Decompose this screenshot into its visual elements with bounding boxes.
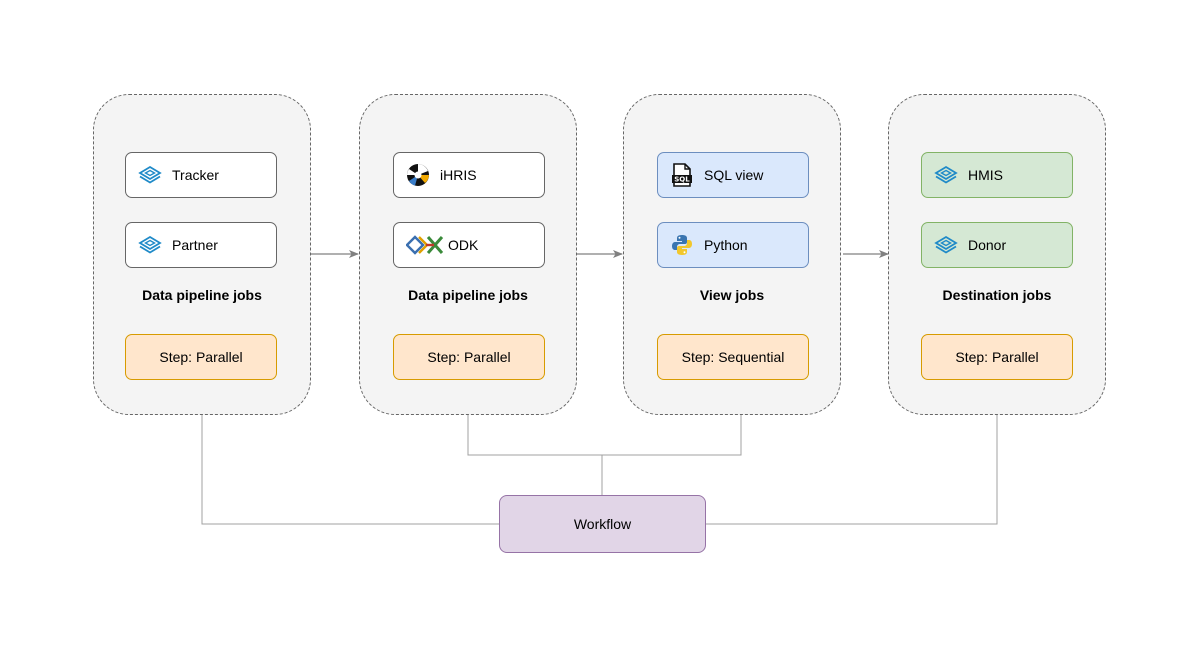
workflow-node[interactable]: Workflow — [499, 495, 706, 553]
dhis2-icon — [934, 163, 958, 187]
job-node-tracker[interactable]: Tracker — [125, 152, 277, 198]
job-label: iHRIS — [440, 167, 477, 183]
dhis2-icon — [138, 163, 162, 187]
job-node-ihris[interactable]: iHRIS — [393, 152, 545, 198]
job-node-partner[interactable]: Partner — [125, 222, 277, 268]
sql-file-icon: SQL — [670, 163, 694, 187]
job-node-hmis[interactable]: HMIS — [921, 152, 1073, 198]
ihris-icon — [406, 163, 430, 187]
dhis2-icon — [934, 233, 958, 257]
stage-title: View jobs — [699, 287, 765, 303]
dhis2-icon — [138, 233, 162, 257]
job-node-odk[interactable]: ODK — [393, 222, 545, 268]
stage-destination-jobs: HMIS Donor Destination jobs Step: Parall… — [888, 94, 1106, 415]
stage-data-pipeline-2: iHRIS ODK Data pipeline jobs Step: Paral… — [359, 94, 577, 415]
stage-data-pipeline-1: Tracker Partner Data pipeline jobs Step:… — [93, 94, 311, 415]
job-label: Tracker — [172, 167, 219, 183]
step-badge: Step: Parallel — [393, 334, 545, 380]
stage-title: Data pipeline jobs — [142, 287, 262, 303]
link-stage4-workflow — [706, 415, 998, 525]
link-stage1-workflow — [201, 415, 499, 525]
step-badge: Step: Parallel — [125, 334, 277, 380]
stage-title: Destination jobs — [942, 287, 1052, 303]
job-label: Python — [704, 237, 748, 253]
job-node-python[interactable]: Python — [657, 222, 809, 268]
job-label: ODK — [448, 237, 479, 253]
odk-icon — [406, 233, 444, 257]
svg-text:SQL: SQL — [674, 176, 690, 184]
job-label: Donor — [968, 237, 1007, 253]
step-badge: Step: Parallel — [921, 334, 1073, 380]
python-icon — [670, 233, 694, 257]
job-label: Partner — [172, 237, 218, 253]
job-label: SQL view — [704, 167, 764, 183]
link-stage2-stage3-bracket — [467, 415, 742, 456]
stage-title: Data pipeline jobs — [408, 287, 528, 303]
job-label: HMIS — [968, 167, 1003, 183]
job-node-donor[interactable]: Donor — [921, 222, 1073, 268]
job-node-sql-view[interactable]: SQL SQL view — [657, 152, 809, 198]
stage-view-jobs: SQL SQL view Python View jobs Step: Sequ… — [623, 94, 841, 415]
step-badge: Step: Sequential — [657, 334, 809, 380]
